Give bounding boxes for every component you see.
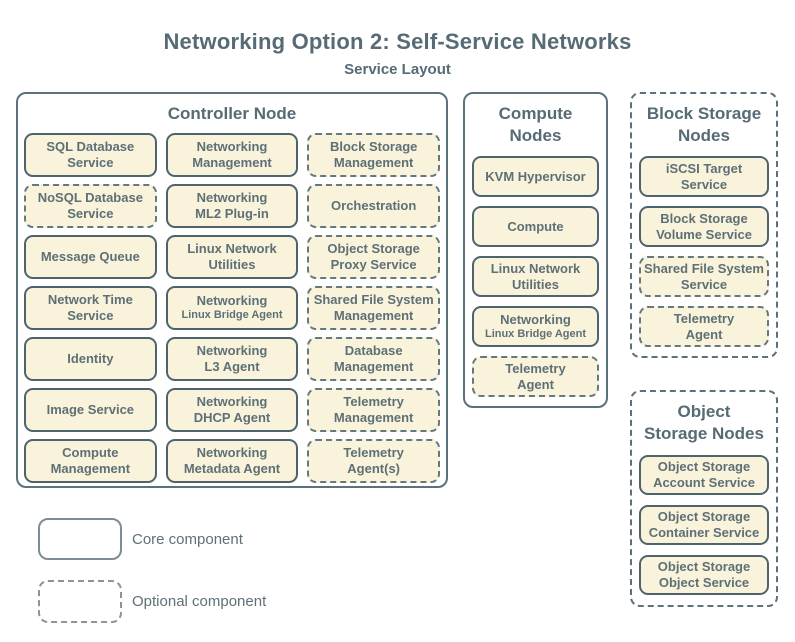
service-label: Object Storage Proxy Service [327, 241, 420, 272]
service-label: Telemetry Agent [505, 360, 566, 392]
service-label: Identity [67, 351, 114, 367]
service-label: Networking Metadata Agent [183, 445, 281, 476]
service-nosql-database: NoSQL Database Service [24, 184, 157, 228]
page-subtitle: Service Layout [344, 61, 451, 78]
service-compute: Compute [472, 206, 599, 247]
legend-optional-swatch [38, 580, 122, 623]
service-object-storage-object: Object Storage Object Service [639, 555, 769, 595]
title-line: Compute [498, 104, 573, 123]
service-label: Networking [196, 293, 268, 309]
service-label: Networking Management [192, 139, 272, 170]
service-networking-metadata-agent: Networking Metadata Agent [165, 439, 299, 483]
service-label: Compute [507, 218, 564, 234]
service-telemetry-agent: Telemetry Agent [639, 306, 769, 347]
title-line: Nodes [678, 126, 730, 145]
service-label: Networking [500, 311, 571, 327]
service-label: Block Storage Volume Service [656, 210, 752, 242]
service-object-storage-account: Object Storage Account Service [639, 455, 769, 495]
title-line: Object [677, 402, 731, 421]
service-kvm-hypervisor: KVM Hypervisor [472, 156, 599, 197]
service-object-storage-container: Object Storage Container Service [639, 505, 769, 545]
service-object-storage-proxy: Object Storage Proxy Service [307, 235, 440, 279]
service-networking-management: Networking Management [165, 133, 299, 177]
controller-services-grid: SQL Database Service Networking Manageme… [24, 133, 440, 483]
block-storage-services-stack: iSCSI Target Service Block Storage Volum… [639, 156, 769, 347]
service-iscsi-target: iSCSI Target Service [639, 156, 769, 197]
service-label: Network Time Service [47, 292, 133, 323]
service-label: Database Management [333, 343, 414, 374]
legend-core-label: Core component [132, 530, 243, 548]
service-linux-network-utilities: Linux Network Utilities [472, 256, 599, 297]
legend-optional-label: Optional component [132, 593, 267, 610]
service-networking-ml2-plugin: Networking ML2 Plug-in [165, 184, 299, 228]
service-label: Image Service [46, 402, 135, 418]
service-label: Compute Management [50, 445, 131, 476]
service-label: Object Storage Object Service [657, 559, 751, 590]
service-label: SQL Database Service [46, 139, 135, 170]
controller-node-title: Controller Node [167, 104, 297, 123]
service-database-management: Database Management [307, 337, 440, 381]
service-label: Telemetry Management [333, 394, 414, 425]
service-sql-database: SQL Database Service [24, 133, 157, 177]
title-line: Block Storage [646, 104, 762, 123]
service-linux-network-utilities: Linux Network Utilities [165, 235, 299, 279]
service-networking-dhcp-agent: Networking DHCP Agent [165, 388, 299, 432]
service-shared-file-system: Shared File System Service [639, 256, 769, 297]
service-label: Object Storage Account Service [653, 459, 755, 490]
service-telemetry-agent: Telemetry Agent [472, 356, 599, 397]
title-line: Storage Nodes [644, 424, 764, 443]
service-shared-file-system-management: Shared File System Management [307, 286, 440, 330]
service-image-service: Image Service [24, 388, 157, 432]
service-network-time: Network Time Service [24, 286, 157, 330]
legend-core-swatch [38, 518, 122, 560]
service-telemetry-management: Telemetry Management [307, 388, 440, 432]
service-label: Telemetry Agent(s) [343, 445, 404, 476]
service-label: Object Storage Container Service [648, 509, 760, 540]
service-label: Networking L3 Agent [196, 343, 268, 374]
service-orchestration: Orchestration [307, 184, 440, 228]
service-label: Shared File System Service [644, 260, 764, 292]
service-block-storage-management: Block Storage Management [307, 133, 440, 177]
controller-node-panel: Controller Node SQL Database Service Net… [16, 92, 448, 488]
service-label: Block Storage Management [329, 139, 418, 170]
page-title: Networking Option 2: Self-Service Networ… [163, 29, 632, 54]
title-line: Nodes [509, 126, 562, 145]
service-label: Message Queue [40, 249, 140, 265]
service-networking-l3-agent: Networking L3 Agent [165, 337, 299, 381]
compute-services-stack: KVM Hypervisor Compute Linux Network Uti… [472, 156, 599, 397]
service-label: Linux Network Utilities [490, 260, 581, 292]
service-block-storage-volume: Block Storage Volume Service [639, 206, 769, 247]
service-message-queue: Message Queue [24, 235, 157, 279]
service-label: Networking DHCP Agent [193, 394, 271, 425]
service-label: Orchestration [331, 198, 417, 214]
service-label: iSCSI Target Service [665, 160, 743, 192]
service-label: NoSQL Database Service [37, 190, 143, 221]
service-compute-management: Compute Management [24, 439, 157, 483]
service-sublabel: Linux Bridge Agent [181, 309, 283, 322]
object-storage-services-stack: Object Storage Account Service Object St… [639, 455, 769, 595]
service-label: Telemetry Agent [673, 310, 735, 342]
service-telemetry-agents: Telemetry Agent(s) [307, 439, 440, 483]
service-sublabel: Linux Bridge Agent [484, 327, 587, 340]
service-identity: Identity [24, 337, 157, 381]
service-label: Networking ML2 Plug-in [195, 190, 269, 221]
service-label: Linux Network Utilities [187, 241, 277, 272]
service-label: Shared File System Management [313, 292, 434, 323]
service-label: KVM Hypervisor [485, 168, 586, 184]
